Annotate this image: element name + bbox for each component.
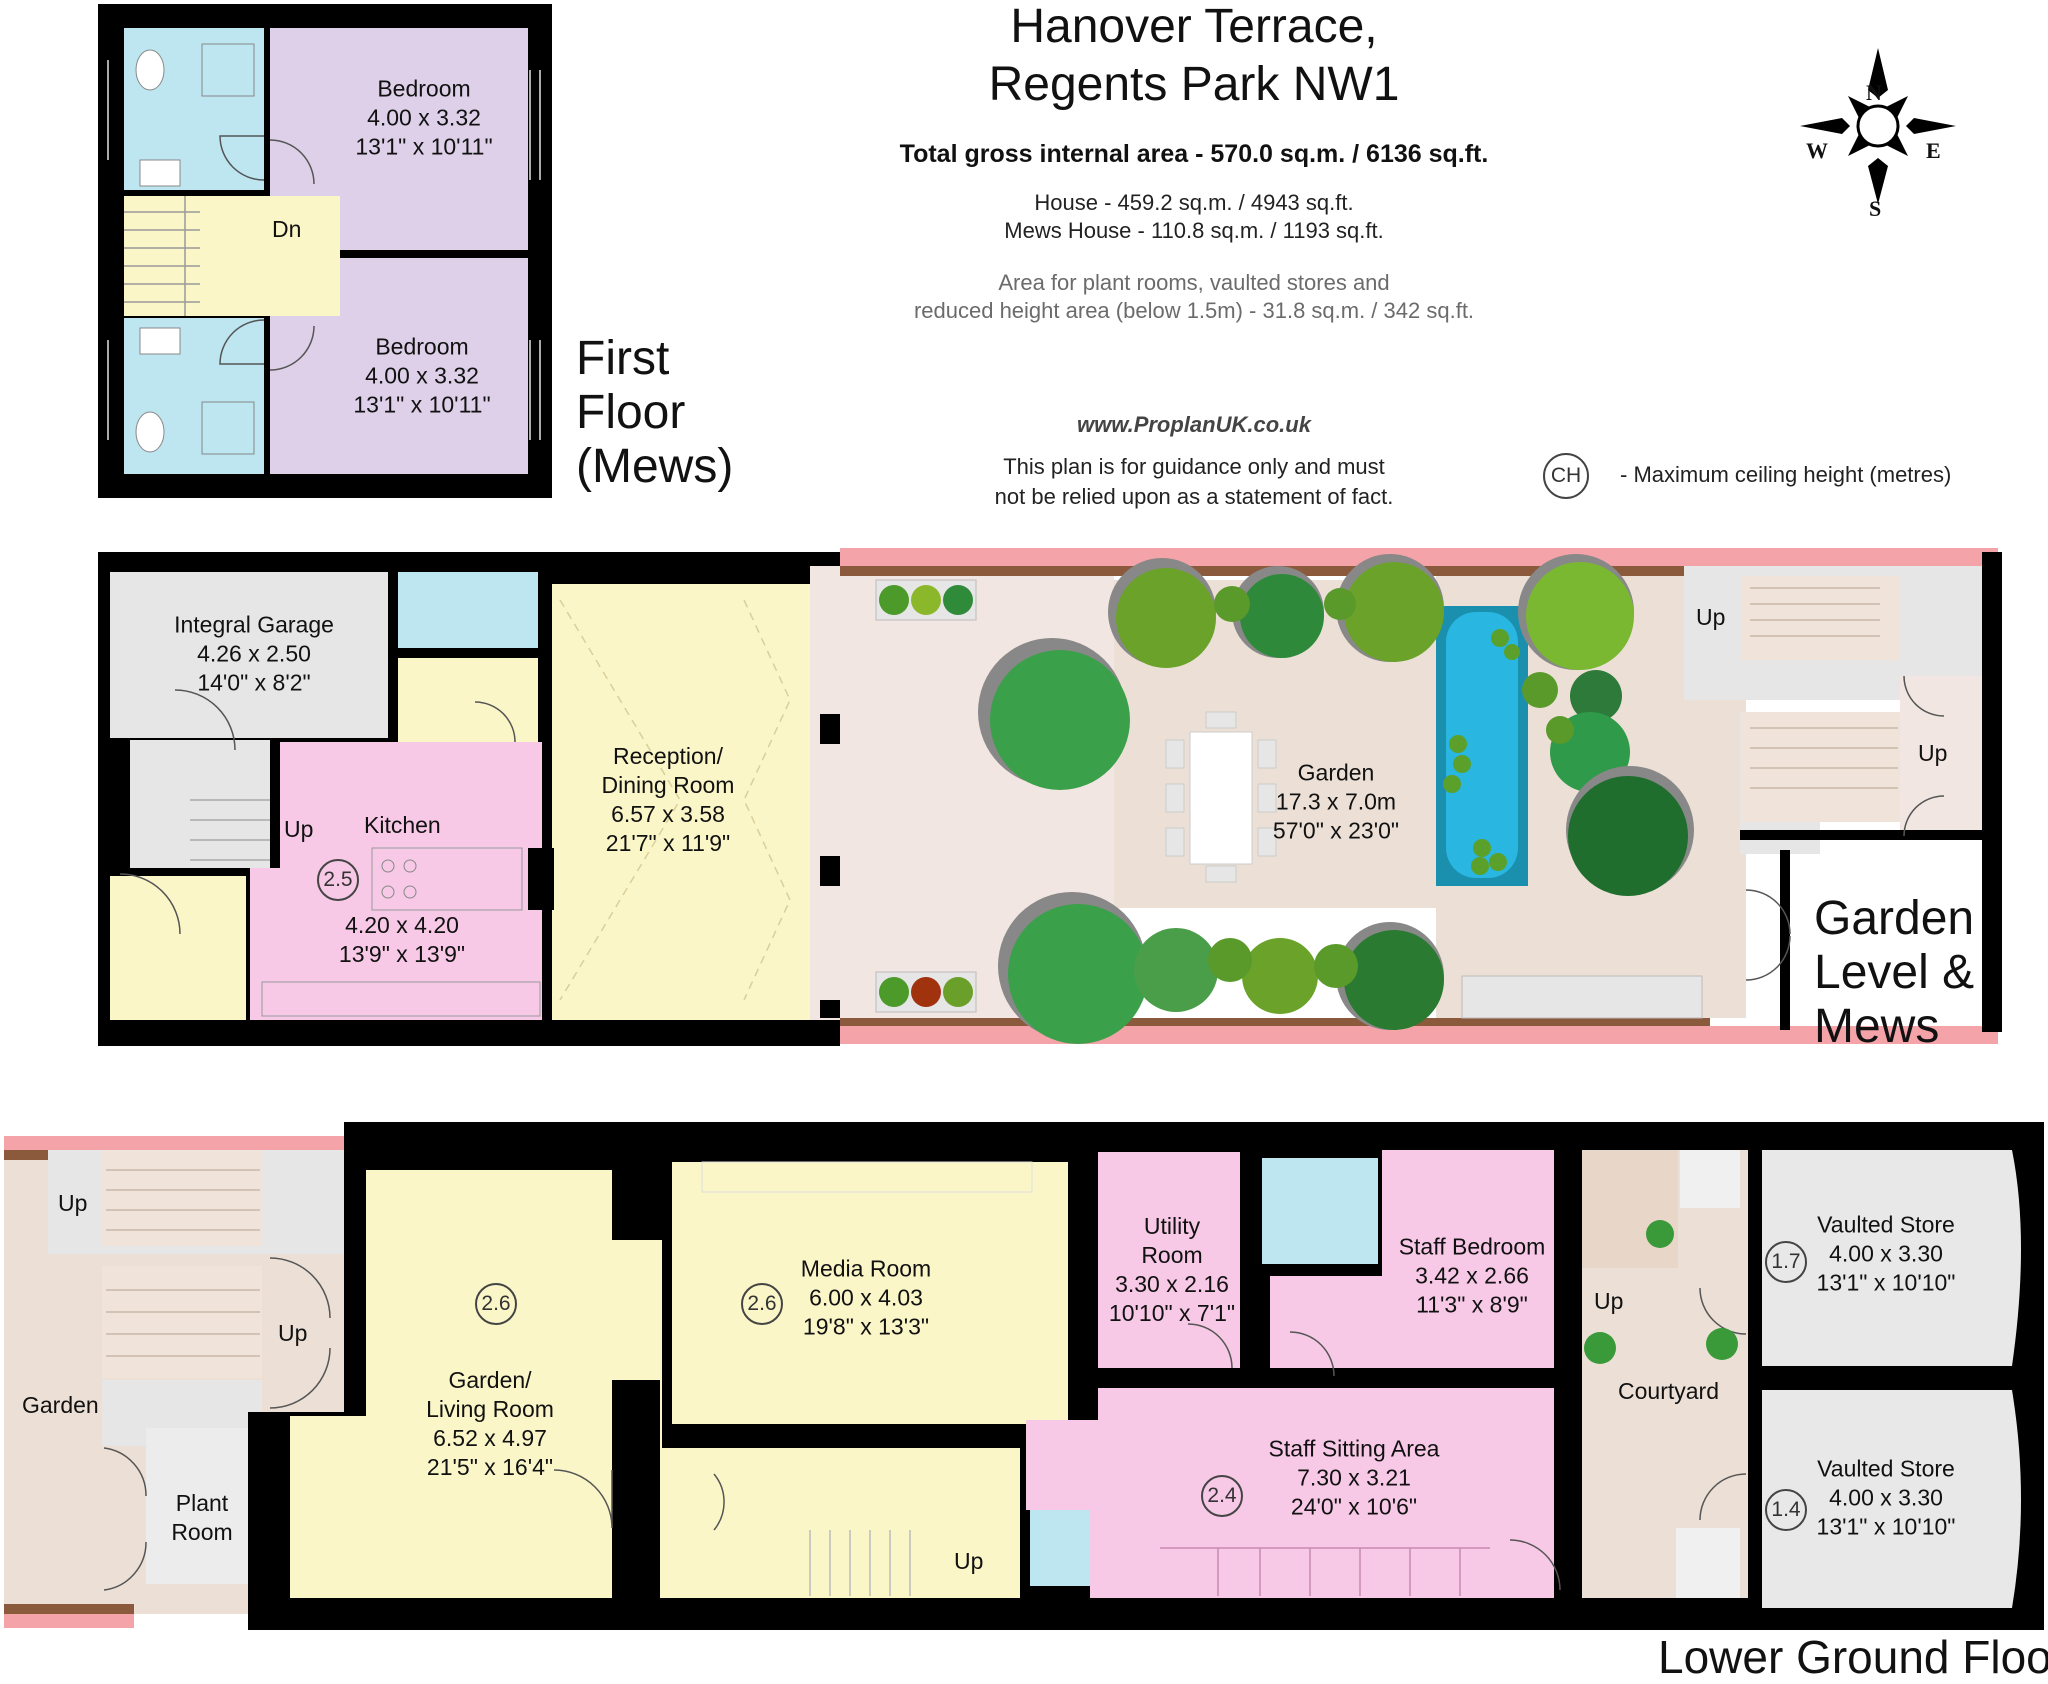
stair-label-mews-up-2: Up bbox=[1918, 740, 1948, 766]
ceiling-height-kitchen: 2.5 bbox=[317, 859, 359, 901]
garden-level-label-2: Level & bbox=[1814, 946, 1975, 999]
website-link[interactable]: www.ProplanUK.co.uk bbox=[1077, 412, 1311, 437]
stair-label-dn: Dn bbox=[272, 216, 302, 242]
lower-ground-label: Lower Ground Floor bbox=[1658, 1631, 2048, 1683]
stair-label-mews-up-1: Up bbox=[1696, 604, 1726, 630]
garden-level-label-3: Mews bbox=[1814, 1000, 1940, 1053]
ceiling-height-media: 2.6 bbox=[741, 1283, 783, 1325]
mews-area: Mews House - 110.8 sq.m. / 1193 sq.ft. bbox=[1004, 218, 1384, 243]
garden-level-plan bbox=[98, 548, 2002, 1046]
room-courtyard: Courtyard bbox=[1618, 1378, 1719, 1404]
room-garden-lower: Garden bbox=[22, 1392, 99, 1418]
compass-east: E bbox=[1926, 138, 1941, 163]
stair-label-lower-up-stairs: Up bbox=[954, 1548, 984, 1574]
compass-rose bbox=[1800, 48, 1956, 204]
compass-north: N bbox=[1866, 80, 1882, 105]
title-line-2: Regents Park NW1 bbox=[988, 58, 1400, 111]
compass-south: S bbox=[1869, 196, 1882, 221]
first-floor-label-3: (Mews) bbox=[576, 440, 734, 493]
disclaimer-line-1: This plan is for guidance only and must bbox=[1003, 454, 1385, 479]
plant-area-line-2: reduced height area (below 1.5m) - 31.8 … bbox=[913, 298, 1475, 323]
first-floor-plan bbox=[98, 4, 552, 498]
stair-label-lower-up-left: Up bbox=[58, 1190, 88, 1216]
lower-ground-plan bbox=[4, 1122, 2044, 1630]
ceiling-height-vault-1: 1.7 bbox=[1765, 1241, 1807, 1283]
disclaimer-line-2: not be relied upon as a statement of fac… bbox=[994, 484, 1394, 509]
total-area: Total gross internal area - 570.0 sq.m. … bbox=[899, 140, 1489, 168]
garden-level-label-1: Garden bbox=[1814, 892, 1975, 945]
legend-ch-badge: CH bbox=[1543, 453, 1589, 499]
house-area: House - 459.2 sq.m. / 4943 sq.ft. bbox=[1034, 190, 1354, 215]
title-line-1: Hanover Terrace, bbox=[1010, 0, 1378, 53]
first-floor-label-2: Floor bbox=[576, 386, 686, 439]
legend-text: - Maximum ceiling height (metres) bbox=[1620, 462, 1952, 487]
ceiling-height-living: 2.6 bbox=[475, 1283, 517, 1325]
plant-area-line-1: Area for plant rooms, vaulted stores and bbox=[998, 270, 1390, 295]
stair-label-courtyard-up: Up bbox=[1594, 1288, 1624, 1314]
ceiling-height-staff-sitting: 2.4 bbox=[1201, 1475, 1243, 1517]
compass-west: W bbox=[1806, 138, 1828, 163]
room-kitchen-name: Kitchen bbox=[364, 812, 441, 838]
ceiling-height-vault-2: 1.4 bbox=[1765, 1489, 1807, 1531]
first-floor-label-1: First bbox=[576, 332, 670, 385]
stair-label-lower-up-hall: Up bbox=[278, 1320, 308, 1346]
stair-label-kitchen-up: Up bbox=[284, 816, 314, 842]
